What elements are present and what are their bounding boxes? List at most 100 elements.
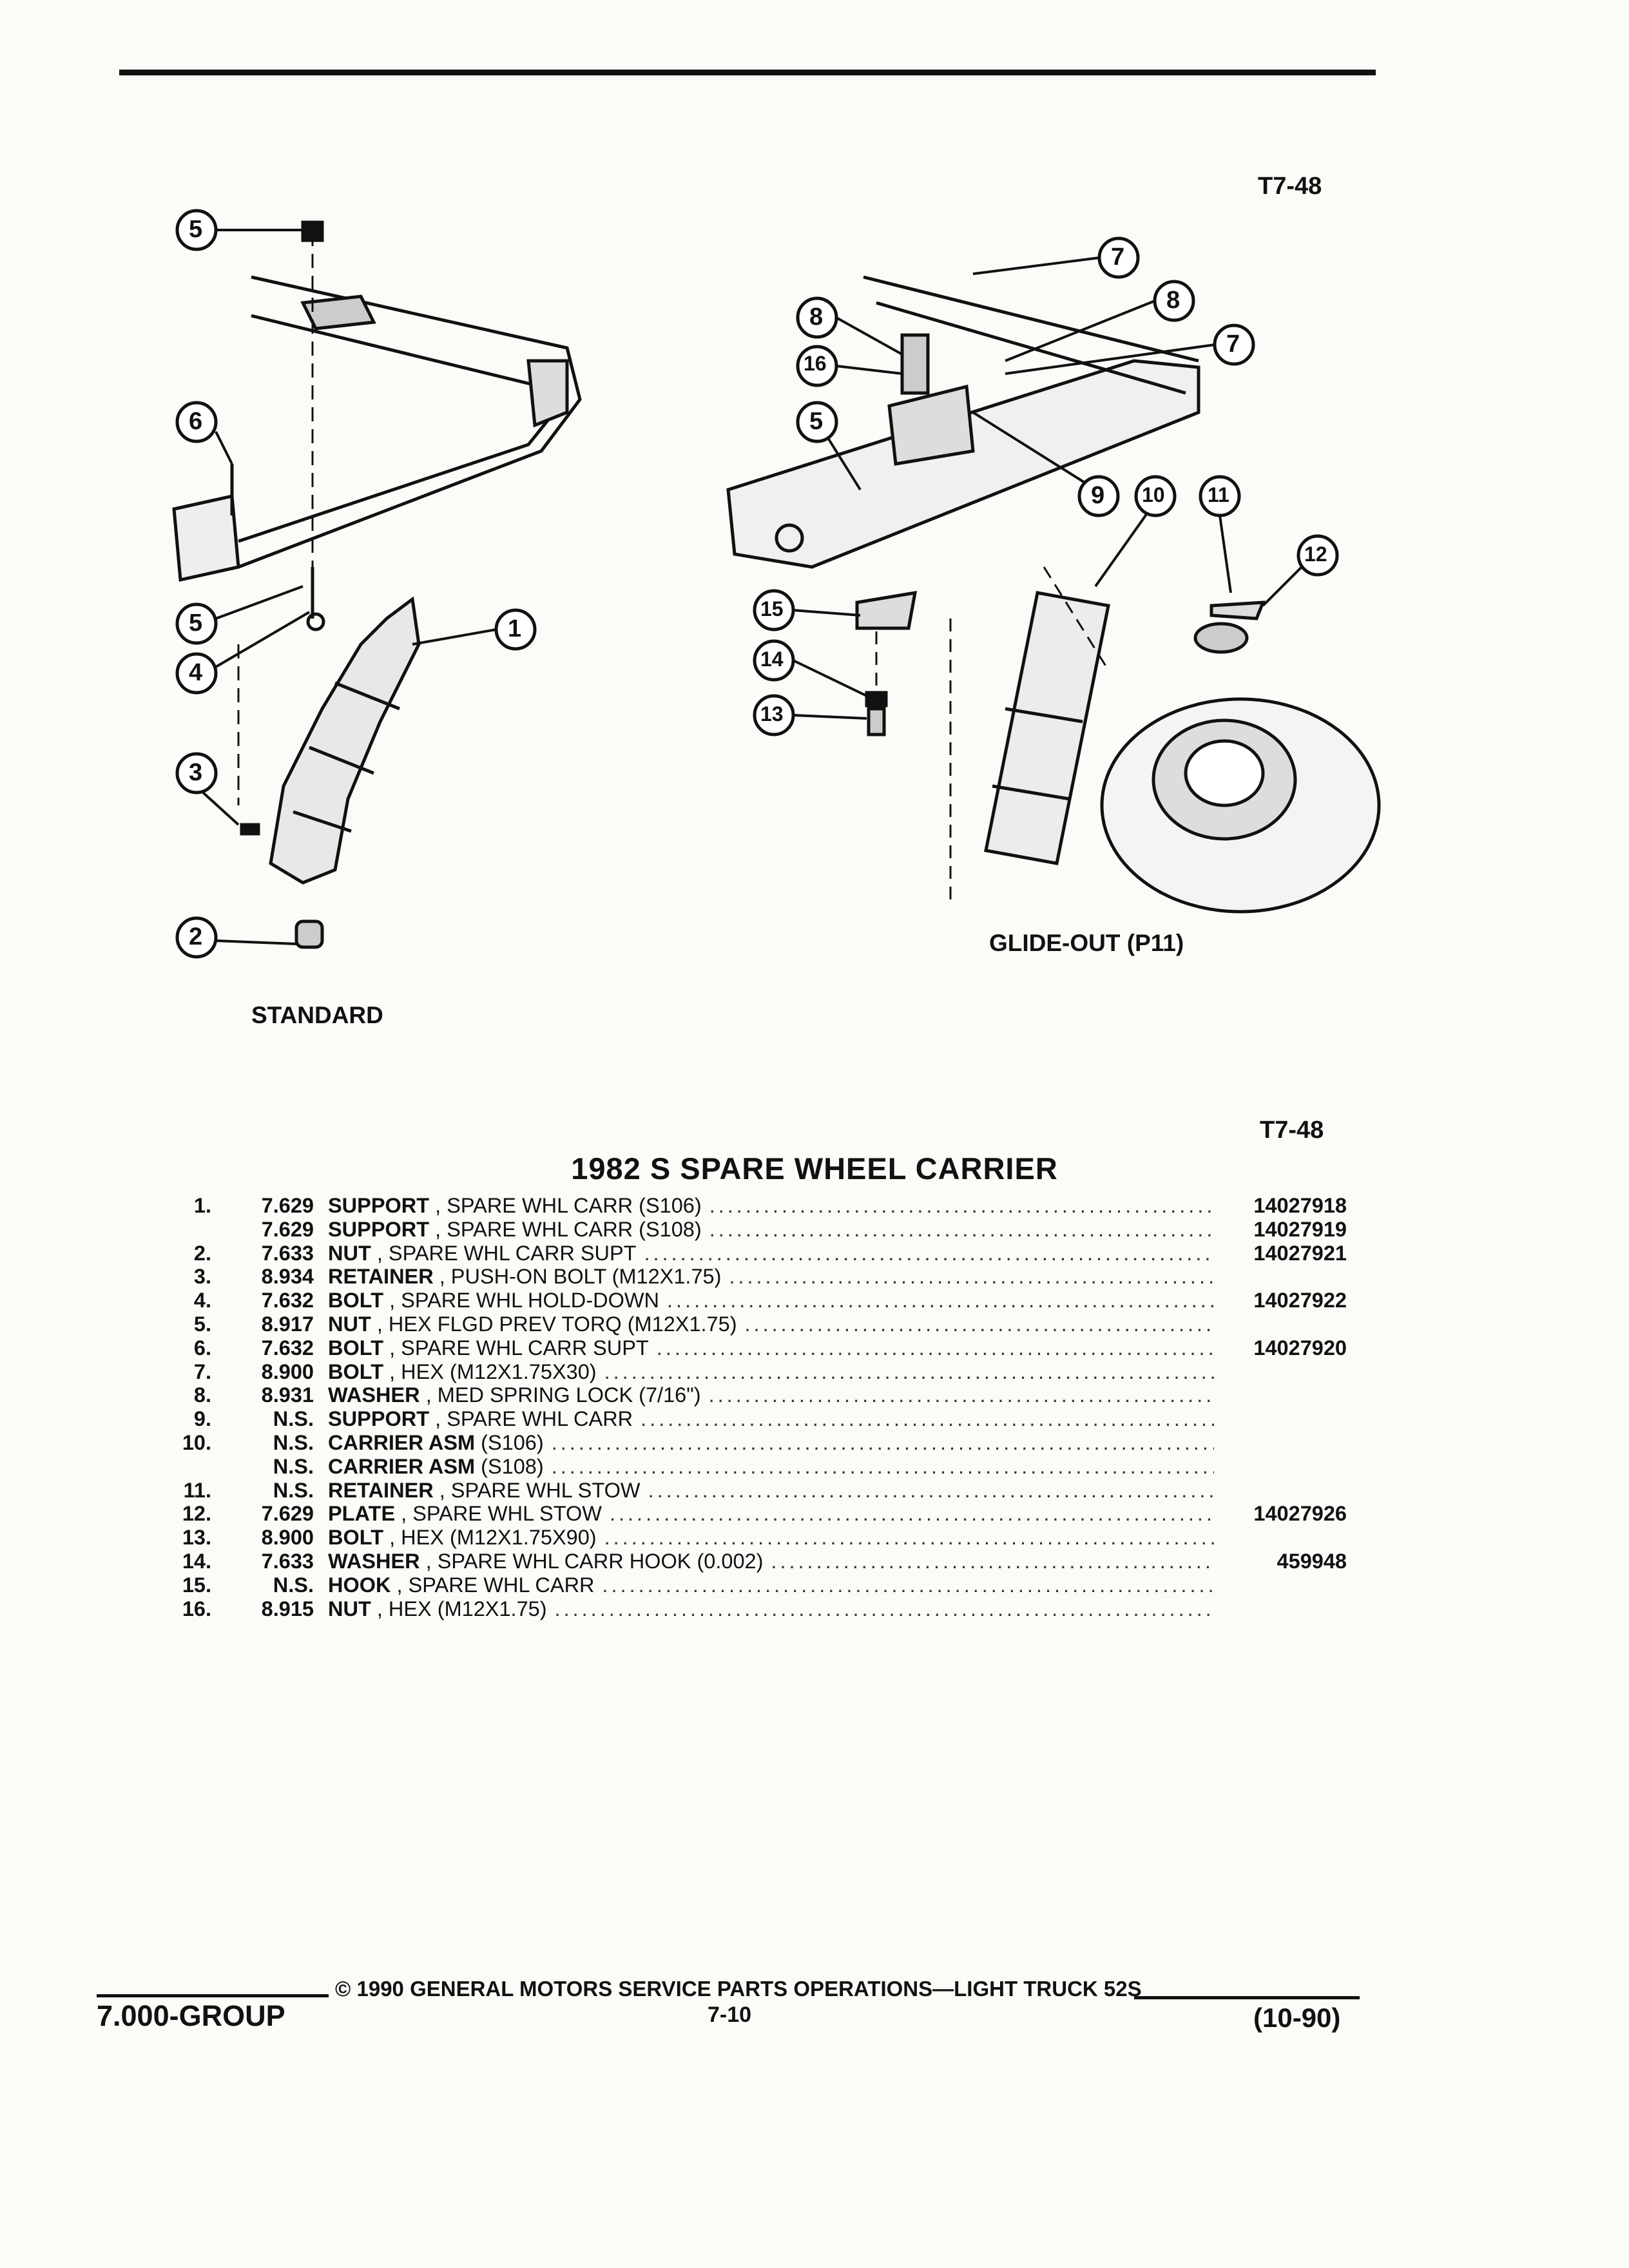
table-row: 10.N.S.CARRIER ASM (S106)...............… xyxy=(155,1431,1347,1455)
dot-leader: ........................................… xyxy=(604,1526,1214,1550)
table-row: 7.629 SUPPORT , SPARE WHL CARR (S108)....… xyxy=(155,1218,1347,1242)
part-detail: , SPARE WHL STOW xyxy=(401,1502,602,1526)
table-row: 3. 8.934 RETAINER , PUSH-ON BOLT (M12X1.75… xyxy=(155,1265,1347,1289)
item-number: 16. xyxy=(182,1597,211,1620)
table-reference: T7-48 xyxy=(1260,1117,1324,1144)
item-number: 1. xyxy=(193,1194,211,1217)
part-number: 459948 xyxy=(1277,1549,1347,1573)
part-number xyxy=(1218,1265,1347,1289)
group-label: 7.000-GROUP xyxy=(97,1999,285,2032)
part-description-text: NUT , HEX FLGD PREV TORQ (M12X1.75) xyxy=(328,1312,737,1336)
part-number xyxy=(1218,1431,1347,1455)
part-description-text: NUT , HEX (M12X1.75) xyxy=(328,1597,547,1621)
part-detail: , SPARE WHL STOW xyxy=(439,1478,641,1502)
dot-leader: ........................................… xyxy=(667,1289,1214,1312)
group-number: 8.934 xyxy=(261,1265,314,1289)
figure-reference: T7-48 xyxy=(1258,173,1322,200)
group-number: N.S. xyxy=(273,1573,314,1597)
callout-leaders xyxy=(202,229,1303,945)
dot-leader: ........................................… xyxy=(602,1573,1214,1597)
part-description-text: BOLT , HEX (M12X1.75X30) xyxy=(328,1360,597,1384)
table-row: N.S.CARRIER ASM (S108)..................… xyxy=(155,1455,1347,1479)
part-number xyxy=(1218,1479,1347,1503)
dot-leader: ........................................… xyxy=(551,1430,1214,1454)
part-detail: , SPARE WHL CARR SUPT xyxy=(376,1241,637,1265)
callout-5-top: 5 xyxy=(189,216,203,243)
callout-8-a: 8 xyxy=(1166,287,1181,314)
part-description: NUT , HEX FLGD PREV TORQ (M12X1.75).....… xyxy=(328,1312,1218,1336)
part-detail: , HEX (M12X1.75X90) xyxy=(389,1526,597,1550)
part-description: BOLT , HEX (M12X1.75X30)................… xyxy=(328,1360,1218,1384)
group-number: N.S. xyxy=(273,1454,314,1478)
item-number: 7. xyxy=(193,1360,211,1383)
part-description-text: BOLT , HEX (M12X1.75X90) xyxy=(328,1526,597,1550)
item-number: 8. xyxy=(193,1383,211,1407)
part-description: NUT , HEX (M12X1.75)....................… xyxy=(328,1597,1218,1621)
part-description: RETAINER , PUSH-ON BOLT (M12X1.75)......… xyxy=(328,1265,1218,1289)
part-number: 14027921 xyxy=(1253,1241,1347,1265)
table-row: 11.N.S.RETAINER , SPARE WHL STOW........… xyxy=(155,1479,1347,1503)
callout-4: 4 xyxy=(189,659,203,686)
item-number xyxy=(155,1218,233,1242)
callout-16: 16 xyxy=(804,352,827,375)
callout-15: 15 xyxy=(760,597,784,620)
dot-leader: ........................................… xyxy=(708,1383,1214,1407)
part-description: WASHER , SPARE WHL CARR HOOK (0.002)....… xyxy=(328,1550,1218,1573)
part-detail: , SPARE WHL CARR xyxy=(435,1407,633,1431)
callout-14: 14 xyxy=(760,648,784,671)
part-detail: , SPARE WHL CARR (S108) xyxy=(435,1217,702,1241)
part-name: HOOK xyxy=(328,1573,391,1597)
part-detail: (S108) xyxy=(481,1454,544,1478)
group-number: 7.633 xyxy=(261,1241,314,1265)
callout-8-b: 8 xyxy=(809,303,824,331)
part-number: 14027919 xyxy=(1253,1217,1347,1241)
footer-rule-left xyxy=(97,1994,329,1997)
part-description-text: WASHER , MED SPRING LOCK (7/16") xyxy=(328,1383,701,1407)
group-number: 7.629 xyxy=(261,1217,314,1241)
part-detail: , HEX FLGD PREV TORQ (M12X1.75) xyxy=(376,1312,737,1336)
part-description: SUPPORT , SPARE WHL CARR (S108).........… xyxy=(328,1218,1218,1242)
dot-leader: ........................................… xyxy=(554,1597,1214,1620)
part-name: BOLT xyxy=(328,1336,384,1360)
part-description-text: WASHER , SPARE WHL CARR HOOK (0.002) xyxy=(328,1550,763,1573)
group-number: 7.629 xyxy=(261,1194,314,1217)
part-name: NUT xyxy=(328,1597,371,1620)
dot-leader: ........................................… xyxy=(709,1217,1214,1241)
part-description-text: CARRIER ASM (S106) xyxy=(328,1431,544,1455)
part-description: NUT , SPARE WHL CARR SUPT...............… xyxy=(328,1242,1218,1265)
item-number: 3. xyxy=(193,1265,211,1289)
part-description: BOLT , HEX (M12X1.75X90)................… xyxy=(328,1526,1218,1550)
item-number: 14. xyxy=(182,1549,211,1573)
part-description-text: RETAINER , PUSH-ON BOLT (M12X1.75) xyxy=(328,1265,721,1289)
group-number: N.S. xyxy=(273,1407,314,1431)
group-number: 8.915 xyxy=(261,1597,314,1620)
part-description-text: BOLT , SPARE WHL HOLD-DOWN xyxy=(328,1289,659,1312)
part-detail: , MED SPRING LOCK (7/16") xyxy=(425,1383,701,1407)
part-description-text: HOOK , SPARE WHL CARR xyxy=(328,1573,595,1597)
part-number: 14027926 xyxy=(1253,1502,1347,1526)
part-name: WASHER xyxy=(328,1549,420,1573)
standard-frame-drawing xyxy=(172,220,582,949)
parts-list-title: 1982 S SPARE WHEEL CARRIER xyxy=(571,1151,1058,1186)
part-name: RETAINER xyxy=(328,1478,434,1502)
glide-out-label: GLIDE-OUT (P11) xyxy=(989,930,1184,956)
part-name: RETAINER xyxy=(328,1265,434,1289)
callout-5: 5 xyxy=(189,610,203,637)
callout-7-a: 7 xyxy=(1111,244,1125,271)
part-description-text: RETAINER , SPARE WHL STOW xyxy=(328,1479,641,1503)
part-detail: , HEX (M12X1.75X30) xyxy=(389,1360,597,1383)
part-name: BOLT xyxy=(328,1289,384,1312)
part-description: RETAINER , SPARE WHL STOW...............… xyxy=(328,1479,1218,1503)
group-number: 7.632 xyxy=(261,1289,314,1312)
part-detail: , PUSH-ON BOLT (M12X1.75) xyxy=(439,1265,722,1289)
item-number xyxy=(155,1455,233,1479)
callout-13: 13 xyxy=(760,702,784,726)
part-name: SUPPORT xyxy=(328,1194,430,1217)
part-number xyxy=(1218,1597,1347,1621)
part-name: CARRIER ASM xyxy=(328,1454,476,1478)
